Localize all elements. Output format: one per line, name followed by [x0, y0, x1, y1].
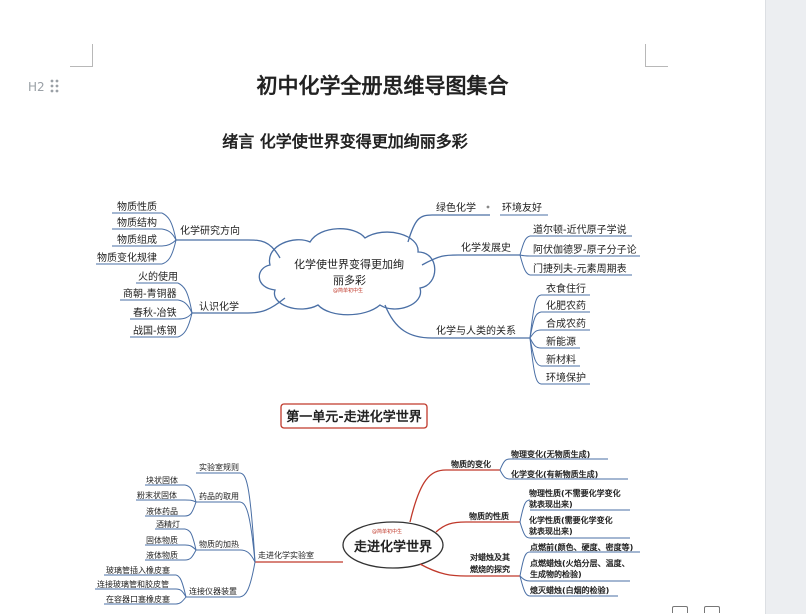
unit1-ignite-candle-2: 生成物的检验): [530, 569, 582, 579]
heading-level-indicator[interactable]: H2: [28, 80, 45, 94]
unit1-solid-substance: 固体物质: [146, 535, 178, 545]
unit1-title: 第一单元-走进化学世界: [286, 409, 421, 425]
unit1-connect-apparatus: 连接仪器装置: [189, 586, 237, 596]
mindmap-intro: 化学使世界变得更加绚 丽多彩 @简单初中生 化学研究方向 物质性质 物质结构 物…: [96, 200, 640, 385]
unit1-substance-property: 物质的性质: [469, 511, 509, 521]
side-panel-scroll-area[interactable]: [765, 0, 806, 614]
unit1-powder-solid: 粉末状固体: [137, 490, 177, 500]
unit1-watermark: @简单初中生: [372, 528, 402, 535]
branch-research-direction: 化学研究方向: [180, 224, 240, 237]
leaf-mendeleev: 门捷列夫-元素周期表: [533, 262, 627, 275]
leaf-iron: 春秋-冶铁: [133, 306, 177, 319]
section-heading[interactable]: 绪言 化学使世界变得更加绚丽多彩: [222, 132, 468, 151]
unit1-physical-property-2: 就表现出来): [529, 499, 573, 509]
branch-chem-human: 化学与人类的关系: [436, 324, 516, 337]
unit1-connect-tube: 连接玻璃管和胶皮管: [97, 579, 169, 589]
unit1-taking-reagents: 药品的取用: [199, 491, 239, 501]
unit1-ignite-candle-1: 点燃蜡烛(火焰分层、温度、: [530, 558, 630, 568]
unit1-lab-branch: 走进化学实验室: [258, 550, 314, 560]
branch-know-chemistry: 认识化学: [199, 300, 239, 313]
branch-chem-history: 化学发展史: [461, 241, 511, 254]
leaf-new-energy: 新能源: [546, 335, 576, 348]
unit1-physical-property-1: 物理性质(不需要化学变化: [529, 488, 621, 498]
leaf-steel: 战国-炼钢: [133, 324, 177, 337]
leaf-dalton: 道尔顿-近代原子学说: [533, 223, 627, 236]
branch-green-chemistry: 绿色化学: [436, 201, 476, 214]
unit1-extinguish: 熄灭蜡烛(白烟的检验): [530, 585, 609, 595]
leaf-eco-friendly: 环境友好: [502, 201, 542, 214]
leaf-substance-property: 物质性质: [117, 200, 157, 213]
unit1-before-ignite: 点燃前(颜色、硬度、密度等): [530, 542, 633, 552]
unit1-liquid-substance: 液体物质: [146, 550, 178, 560]
mindmap-unit1: 走进化学世界 @简单初中生 走进化学实验室 实验室规则 药品的取用 物质的加热 …: [95, 449, 640, 605]
unit1-chemical-property-1: 化学性质(需要化学变化: [529, 515, 613, 525]
leaf-substance-composition: 物质组成: [117, 233, 157, 246]
leaf-daily-life: 衣食住行: [546, 282, 586, 295]
unit1-heating: 物质的加热: [199, 539, 239, 549]
leaf-substance-structure: 物质结构: [117, 216, 157, 229]
unit1-physical-change: 物理变化(无物质生成): [511, 449, 590, 459]
crop-mark-top-right: [645, 44, 668, 67]
document-title[interactable]: 初中化学全册思维导图集合: [256, 74, 509, 98]
unit1-chemical-change: 化学变化(有新物质生成): [511, 469, 598, 479]
center-text-line2: 丽多彩: [333, 273, 366, 287]
status-bar-icons: [672, 606, 720, 614]
status-icon-1[interactable]: [672, 606, 688, 613]
leaf-fire: 火的使用: [138, 270, 178, 283]
unit1-liquid-reagent: 液体药品: [146, 506, 178, 516]
leaf-avogadro: 阿伏伽德罗-原子分子论: [533, 243, 637, 256]
unit1-lump-solid: 块状固体: [146, 475, 178, 485]
crop-mark-top-left: [70, 44, 93, 67]
leaf-bronze: 商朝-青铜器: [123, 287, 177, 300]
unit1-chemical-property-2: 就表现出来): [529, 526, 573, 536]
unit1-alcohol-lamp: 酒精灯: [156, 519, 180, 529]
unit1-center-text: 走进化学世界: [354, 539, 432, 555]
unit1-stopper: 在容器口塞橡皮塞: [106, 594, 170, 604]
unit1-lab-rules: 实验室规则: [199, 462, 239, 472]
leaf-new-material: 新材料: [546, 353, 576, 366]
document-page: H2 初中化学全册思维导图集合 绪言 化学使世界变得更加绚丽多彩 化学使世界变得…: [28, 44, 720, 614]
watermark: @简单初中生: [333, 287, 363, 294]
unit1-title-box: 第一单元-走进化学世界: [280, 403, 428, 429]
center-text-line1: 化学使世界变得更加绚: [294, 257, 404, 271]
leaf-change-law: 物质变化规律: [97, 251, 157, 264]
unit1-candle-explore-2: 燃烧的探究: [470, 564, 510, 574]
unit1-substance-change: 物质的变化: [451, 459, 491, 469]
unit1-glass-tube-insert: 玻璃管插入橡皮塞: [106, 565, 170, 575]
leaf-fertilizer: 化肥农药: [546, 299, 586, 312]
center-cloud-shape: [258, 228, 436, 316]
status-icon-2[interactable]: [704, 606, 720, 613]
unit1-candle-explore-1: 对蜡烛及其: [470, 552, 510, 562]
leaf-synthetic: 合成农药: [546, 317, 586, 330]
unit1-center-ellipse: [342, 521, 444, 569]
drag-handle-icon[interactable]: [50, 79, 60, 93]
leaf-env-protection: 环境保护: [546, 371, 586, 384]
